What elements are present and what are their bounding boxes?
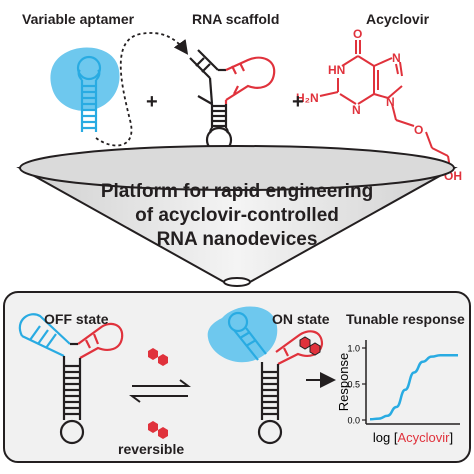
x-axis-label: log [Acyclovir] bbox=[373, 430, 453, 445]
acyclovir-label: Acyclovir bbox=[366, 11, 430, 27]
response-curve bbox=[369, 353, 458, 421]
variable-aptamer-illustration bbox=[50, 32, 189, 147]
off-state-device bbox=[18, 313, 124, 445]
tunable-response-label: Tunable response bbox=[346, 311, 465, 327]
platform-caption: Platform for rapid engineering of acyclo… bbox=[60, 180, 414, 252]
off-state-label: OFF state bbox=[44, 311, 109, 327]
platform-line-2: of acyclovir-controlled bbox=[135, 205, 339, 226]
atom-o-chain: O bbox=[414, 123, 423, 137]
platform-line-3: RNA nanodevices bbox=[156, 229, 318, 250]
y-tick-label: 1.0 bbox=[347, 344, 360, 354]
y-tick-label: 0.5 bbox=[347, 380, 360, 390]
on-state-label: ON state bbox=[272, 311, 330, 327]
bottom-panel bbox=[3, 291, 471, 463]
rna-scaffold-label: RNA scaffold bbox=[192, 11, 280, 27]
funnel bbox=[16, 145, 458, 287]
reversible-label: reversible bbox=[118, 441, 185, 457]
response-chart: 0.0 0.5 1.0 Response log [Acyclovir] bbox=[336, 340, 460, 445]
plus-sign-1: + bbox=[146, 91, 158, 113]
acyclovir-structure bbox=[319, 40, 451, 169]
y-tick-label: 0.0 bbox=[347, 416, 360, 426]
x-axis-label-prefix: log [ bbox=[373, 430, 398, 445]
insertion-arrow bbox=[95, 32, 189, 147]
bound-ligand bbox=[299, 336, 321, 356]
atom-nh: HN bbox=[328, 63, 345, 77]
on-state-device bbox=[207, 306, 324, 445]
variable-aptamer-label: Variable aptamer bbox=[22, 11, 135, 27]
platform-line-1: Platform for rapid engineering bbox=[100, 181, 374, 202]
x-axis-label-term: Acyclovir bbox=[397, 430, 450, 445]
atom-o: O bbox=[353, 27, 362, 41]
atom-h2n: H₂N bbox=[296, 91, 319, 105]
equilibrium bbox=[129, 348, 191, 439]
rna-scaffold-illustration bbox=[189, 49, 276, 154]
x-axis-label-suffix: ] bbox=[449, 430, 453, 445]
aptamer-strand bbox=[76, 55, 102, 132]
ligand-hexagons-top bbox=[148, 348, 168, 366]
ligand-hexagons-bottom bbox=[148, 421, 168, 439]
atom-n-right: N bbox=[386, 95, 395, 109]
atom-n-bottom: N bbox=[352, 103, 361, 117]
on-state-target-blob bbox=[207, 306, 278, 363]
plus-sign-2: + bbox=[292, 91, 304, 113]
y-axis-label: Response bbox=[336, 353, 351, 412]
atom-n-top: N bbox=[392, 51, 401, 65]
acyclovir-atom-labels: O HN N N N H₂N O OH bbox=[296, 27, 462, 183]
